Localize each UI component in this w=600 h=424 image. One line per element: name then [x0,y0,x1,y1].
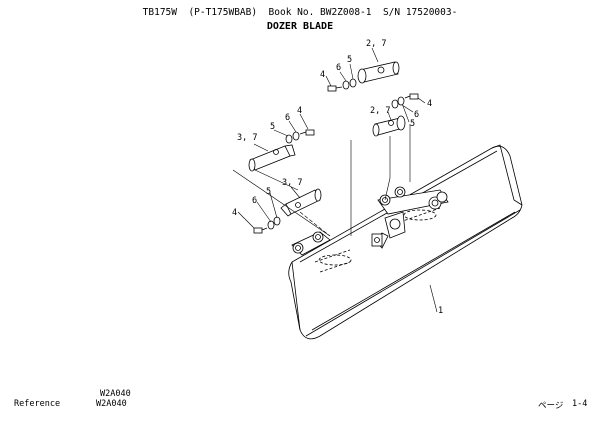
callout-4-lower: 4 [232,208,237,218]
bolt-group-lower [253,216,281,234]
callout-5-upper: 5 [347,55,352,65]
callout-5-right: 5 [410,119,415,129]
reference-value: W2A040 [96,399,127,409]
callout-3-7-lower: 3, 7 [282,178,302,188]
callout-5-lower: 5 [266,187,271,197]
callout-1-blade: 1 [438,306,443,316]
callout-6-left: 6 [285,113,290,123]
bolt-group-left [285,129,315,144]
page-number: 1-4 [572,399,588,409]
blade-bracket-center [371,211,406,249]
reference-label: Reference [14,399,61,409]
serial-number: S/N 17520003- [382,7,458,18]
page-label: ページ [538,401,564,411]
callout-4-upper: 4 [320,70,325,80]
model-code: (P-T175WBAB) [188,7,258,18]
pin-mid [372,115,406,137]
leader-lines [232,47,438,313]
bolt-group-right [391,93,419,109]
callout-labels: 2, 7 4 6 5 4 6 2, 7 5 3, 7 4 6 5 3, 7 4 … [232,39,443,316]
callout-4-right: 4 [427,99,432,109]
callout-6-lower: 6 [252,196,257,206]
pin-lower [280,188,322,217]
blade-bracket-right [377,186,449,215]
callout-2-7-upper: 2, 7 [366,39,386,49]
callout-5-left: 5 [270,122,275,132]
page-title: DOZER BLADE [266,21,334,32]
header-line: TB175W (P-T175WBAB) Book No. BW2Z008-1 S… [0,7,600,18]
callout-3-7-left: 3, 7 [237,133,257,143]
callout-2-7-mid: 2, 7 [370,106,390,116]
dozer-blade [288,144,523,340]
blade-bracket-left [291,231,331,256]
callout-6-upper: 6 [336,63,341,73]
callout-6-right: 6 [414,110,419,120]
pin-left [248,144,296,172]
book-number: Book No. BW2Z008-1 [268,7,372,18]
reference-code-top: W2A040 [100,389,131,399]
bolt-group-upper [327,78,357,92]
callout-4-left: 4 [297,106,302,116]
pin-upper [357,61,400,84]
model-name: TB175W [142,7,177,18]
